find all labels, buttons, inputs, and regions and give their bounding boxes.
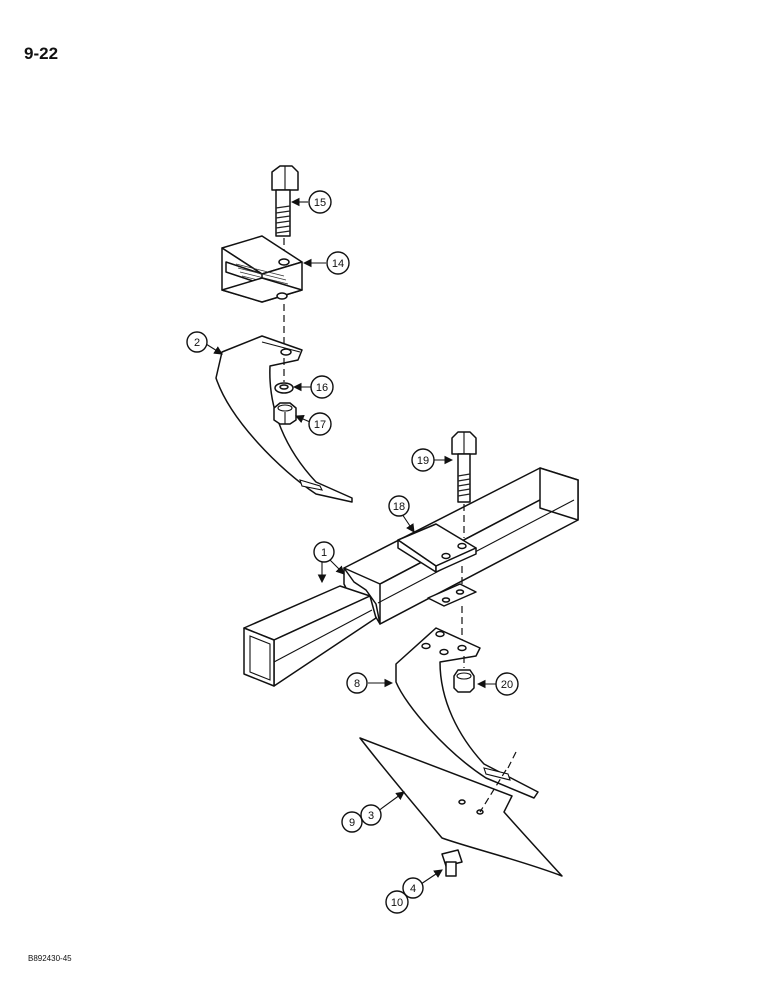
shank-2	[215, 335, 353, 503]
callout-9-label: 9	[349, 817, 355, 829]
callout-19-label: 19	[417, 455, 429, 467]
callout-20-label: 20	[501, 679, 513, 691]
callout-17: 17	[308, 412, 332, 436]
callout-18: 18	[388, 495, 410, 517]
tube-frame-1	[243, 467, 579, 687]
shank-8	[395, 627, 539, 799]
figure-code: B892430-45	[28, 954, 72, 963]
callout-3: 3	[360, 804, 382, 826]
lock-washer-16	[274, 382, 294, 394]
bolt-15	[271, 165, 299, 237]
callout-8-label: 8	[354, 678, 360, 690]
plate-18-lower	[427, 583, 477, 607]
callout-16-label: 16	[316, 382, 328, 394]
callout-1-label: 1	[321, 547, 327, 559]
nut-20	[453, 669, 475, 693]
callout-19: 19	[411, 448, 435, 472]
callout-10-label: 10	[391, 897, 403, 909]
callout-4: 4	[402, 877, 424, 899]
callout-9: 9	[341, 811, 363, 833]
plate-18	[397, 523, 477, 573]
callout-18-label: 18	[393, 501, 405, 513]
callout-2: 2	[186, 331, 208, 353]
sweep-blade-3	[359, 737, 563, 877]
callout-4-label: 4	[410, 883, 416, 895]
plow-bolt-4	[441, 849, 463, 877]
callout-2-label: 2	[194, 337, 200, 349]
page-number: 9-22	[24, 44, 59, 63]
callout-20: 20	[495, 672, 519, 696]
callout-3-label: 3	[368, 810, 374, 822]
callout-1: 1	[313, 541, 335, 563]
bolt-19	[451, 431, 477, 503]
callout-8: 8	[346, 672, 368, 694]
callout-10: 10	[385, 890, 409, 914]
u-bracket-14	[221, 235, 303, 303]
callout-15: 15	[308, 190, 332, 214]
callout-15-label: 15	[314, 197, 326, 209]
callout-16: 16	[310, 375, 334, 399]
callout-14-label: 14	[332, 258, 344, 270]
nut-17	[273, 402, 297, 425]
callout-14: 14	[326, 251, 350, 275]
callout-17-label: 17	[314, 419, 326, 431]
